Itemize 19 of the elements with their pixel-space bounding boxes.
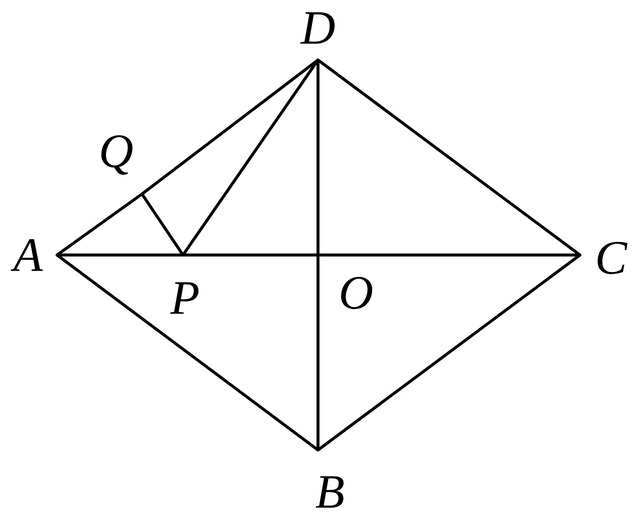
line-segment <box>182 58 320 256</box>
point-label: O <box>341 276 372 310</box>
line-segment <box>140 192 184 256</box>
line-segment <box>316 254 320 452</box>
line-segment <box>182 254 320 256</box>
line-segment <box>316 254 582 452</box>
line-segment <box>316 58 582 256</box>
point-label: D <box>300 12 335 44</box>
line-segment <box>56 254 184 256</box>
point-label: P <box>170 282 198 314</box>
line-segment <box>316 58 320 256</box>
point-label: Q <box>101 135 132 175</box>
line-segment <box>140 58 320 196</box>
line-segment <box>56 254 320 452</box>
point-label: B <box>316 476 344 508</box>
line-segment <box>56 192 144 256</box>
point-label: C <box>598 242 628 274</box>
line-segment <box>316 254 582 256</box>
point-label: A <box>10 239 43 271</box>
